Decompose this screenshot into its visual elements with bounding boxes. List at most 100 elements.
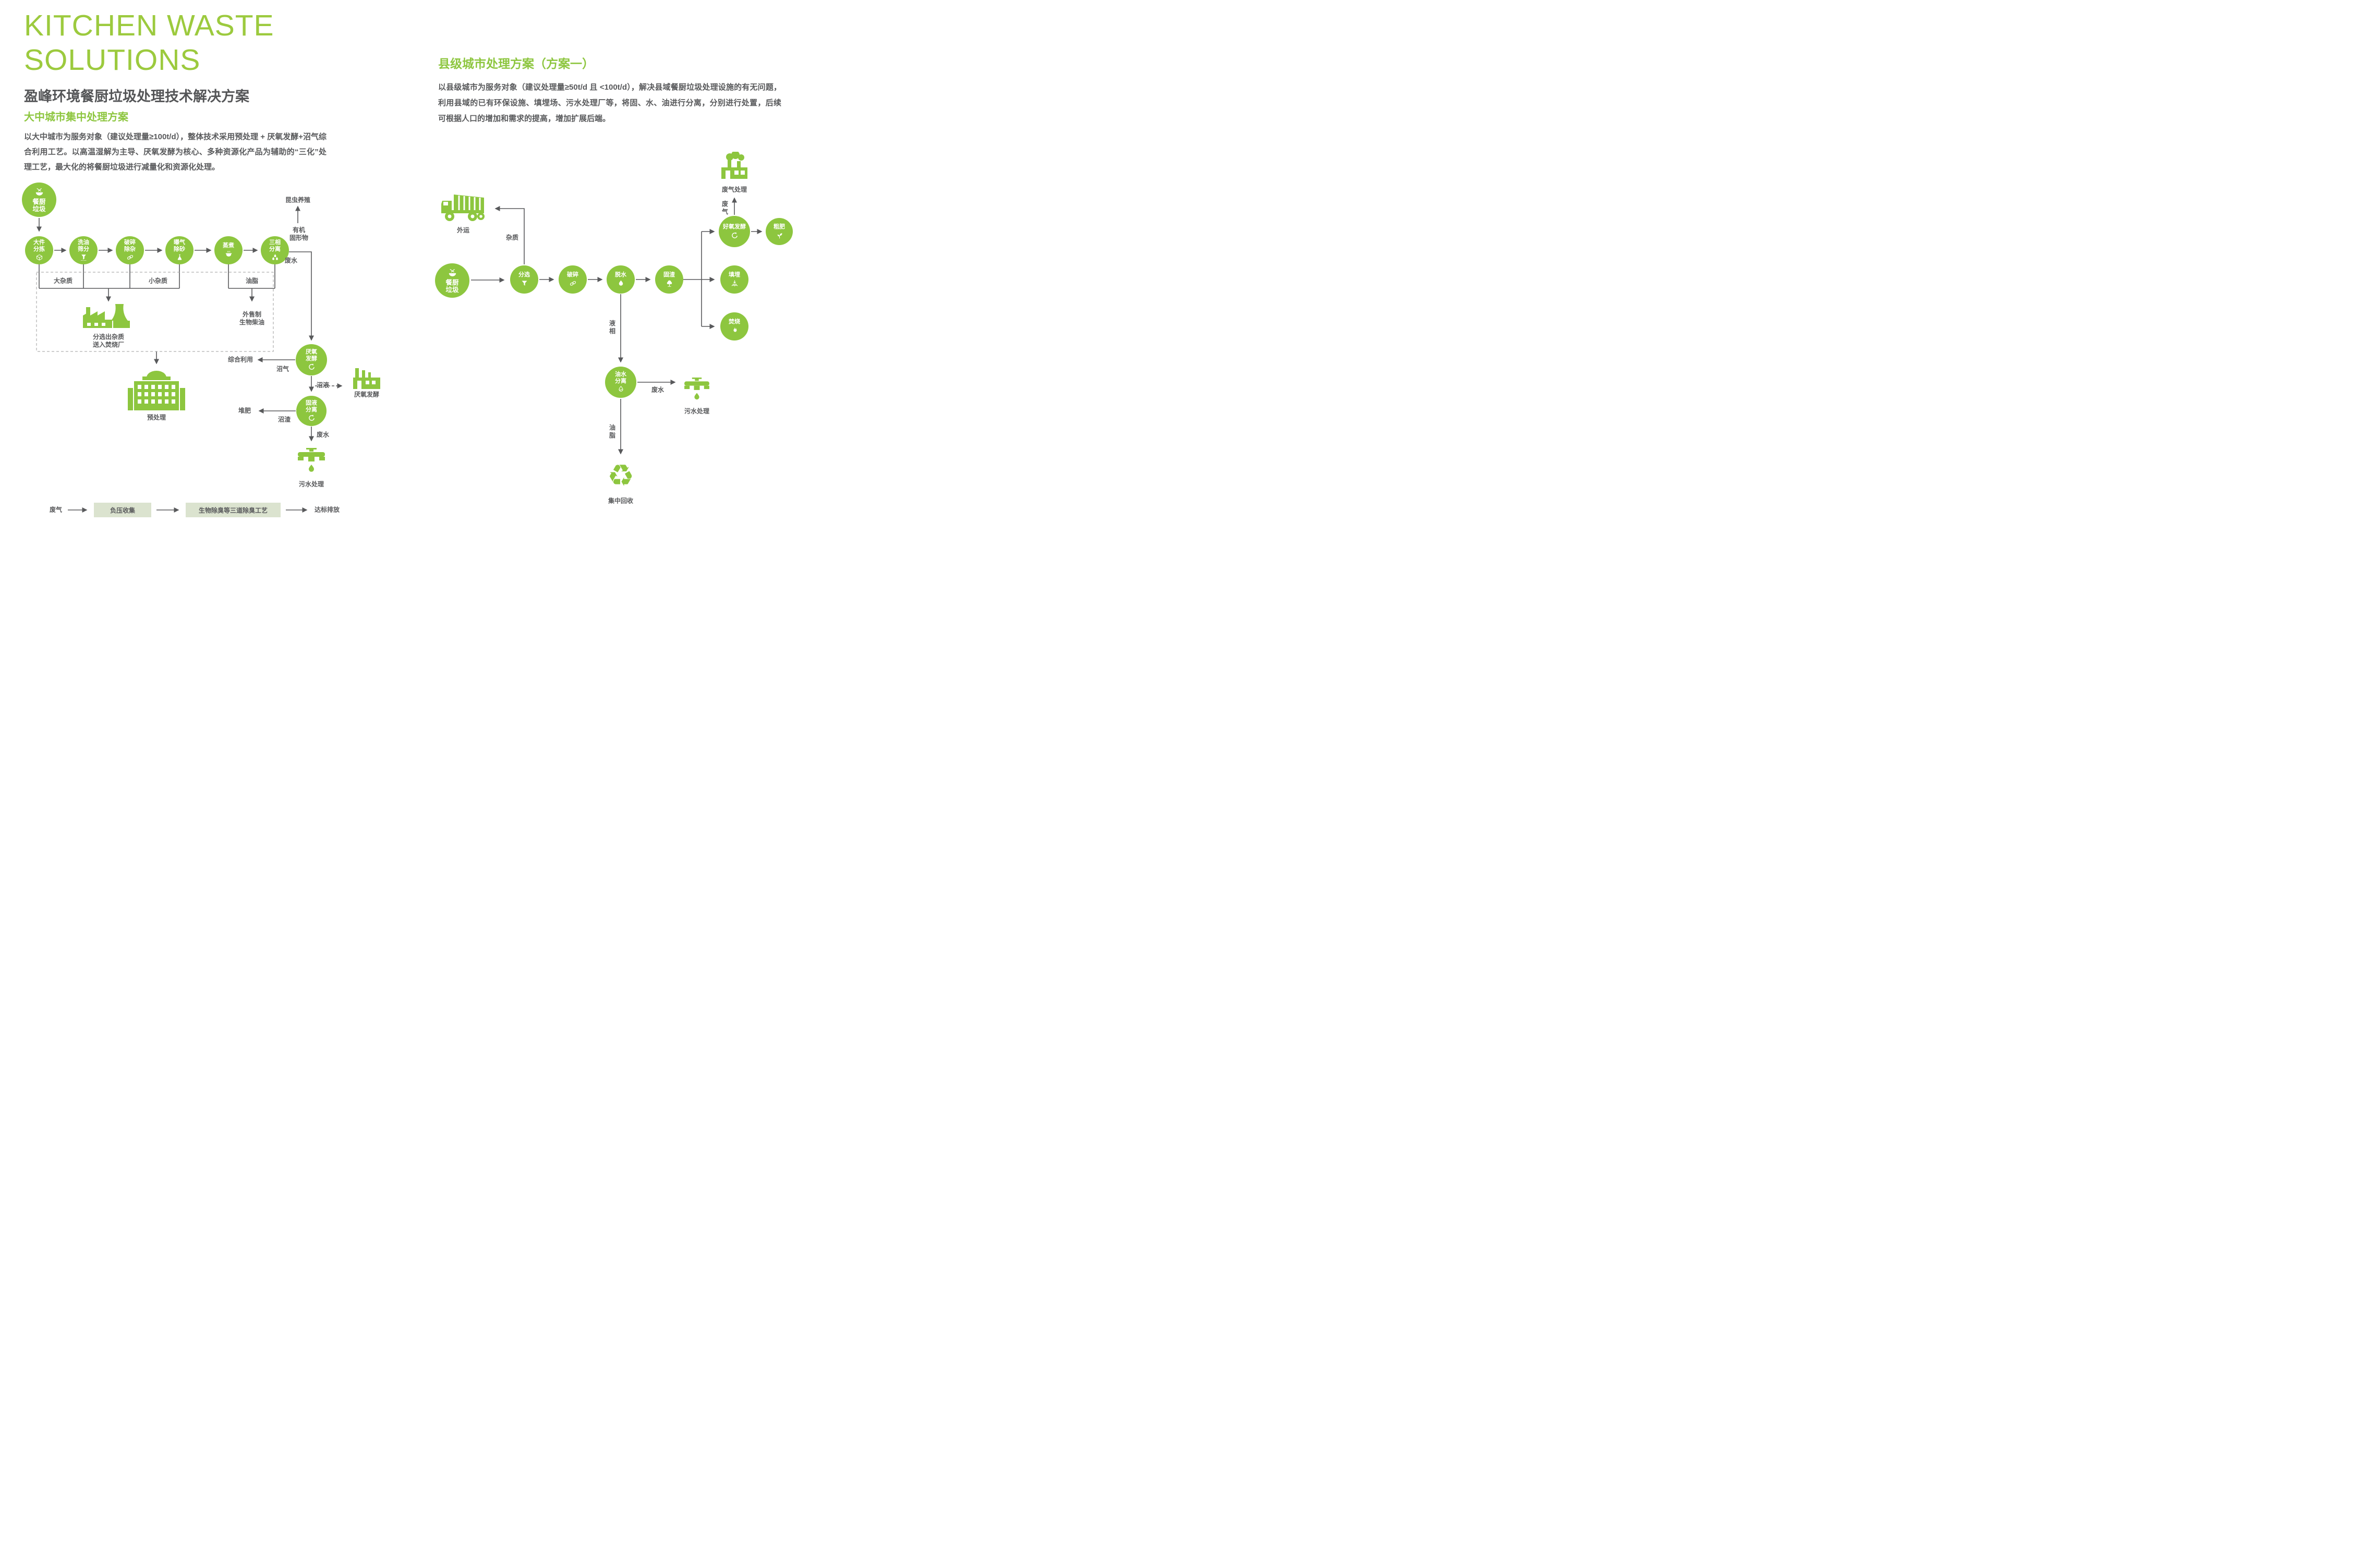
oil-wash-screening-node: 洗油筛分	[69, 236, 98, 264]
landfill-node: 填埋	[720, 265, 748, 294]
recycle-icon	[308, 363, 316, 371]
recycle-icon	[308, 414, 316, 422]
anaerobic-fermentation-node: 厌氧发酵	[296, 344, 327, 375]
bulky-sorting-node-label: 大件分拣	[33, 239, 45, 252]
slurry-label: 沼液	[316, 381, 330, 389]
oil-water-separation-node-label: 油水分离	[615, 371, 626, 384]
organic-solids-label: 有机固形物	[289, 226, 309, 241]
residue-label: 沼渣	[277, 416, 291, 423]
deodorization-process-box: 生物除臭等三道除臭工艺	[186, 503, 281, 517]
solid-residue-node: 固渣	[655, 265, 683, 294]
box-icon	[35, 253, 43, 261]
bury-icon	[731, 279, 739, 287]
biogas-label: 沼气	[276, 365, 289, 373]
crush-impurity-removal-node-label: 破碎除杂	[124, 239, 136, 252]
left-sewage-treatment-icon	[295, 448, 328, 474]
flow-connectors	[36, 197, 763, 513]
impurity-right-label: 杂质	[505, 234, 519, 241]
wastewater-right-label: 废水	[651, 386, 665, 394]
sorting-node: 分选	[510, 265, 538, 294]
anaerobic-fermentation-node-label: 厌氧发酵	[306, 349, 317, 362]
pretreatment-building-label: 预处理	[147, 414, 166, 421]
flask-icon	[176, 253, 184, 261]
outbound-truck-label: 外运	[456, 226, 470, 234]
crude-fertilizer-node-label: 粗肥	[774, 224, 785, 230]
exhaust-vertical-label: 废气	[721, 200, 729, 215]
right-sewage-treatment-icon	[681, 378, 713, 402]
chain-icon	[569, 279, 577, 287]
flow-line	[289, 251, 314, 341]
three-phase-separation-node-label: 三相分离	[269, 239, 281, 252]
crushing-node-label: 破碎	[567, 272, 578, 278]
bowl-icon	[448, 268, 457, 278]
grease-left-label: 油脂	[245, 277, 259, 285]
crude-fertilizer-node: 粗肥	[766, 218, 793, 245]
central-recycling-label: 集中回收	[608, 497, 634, 505]
landfill-node-label: 填埋	[729, 272, 740, 278]
small-impurity-label: 小杂质	[148, 277, 168, 285]
impurity-dashed-box	[36, 272, 274, 352]
impurity-incineration-plant-label: 分选出杂质送入焚烧厂	[92, 333, 125, 348]
wastewater-2-label: 废水	[316, 431, 330, 439]
bulky-sorting-node: 大件分拣	[25, 236, 53, 264]
insect-farming-label: 昆虫养殖	[285, 196, 311, 204]
crushing-node: 破碎	[559, 265, 587, 294]
left-kitchen-waste-node-label: 餐厨垃圾	[32, 198, 46, 213]
central-recycling-icon: ♻	[607, 458, 634, 493]
standard-discharge-label: 达标排放	[314, 506, 340, 514]
recycle-icon	[731, 232, 739, 239]
tree-icon	[666, 279, 673, 287]
impurity-incineration-plant-icon	[81, 302, 136, 334]
cooking-node: 蒸煮	[214, 236, 243, 264]
dewatering-node: 脱水	[607, 265, 635, 294]
main-title-line2: SOLUTIONS	[24, 43, 201, 77]
incineration-node: 焚烧	[720, 312, 748, 341]
wastewater-1-label: 废水	[284, 257, 298, 264]
main-title-line1: KITCHEN WASTE	[24, 9, 274, 42]
three-phase-separation-node: 三相分离	[261, 236, 289, 264]
right-kitchen-waste-node: 餐厨垃圾	[435, 263, 469, 298]
negative-pressure-collection-box: 负压收集	[94, 503, 151, 517]
sorting-node-label: 分选	[518, 272, 530, 278]
cn-title: 盈峰环境餐厨垃圾处理技术解决方案	[24, 89, 249, 104]
right-sewage-treatment-label: 污水处理	[684, 407, 710, 415]
left-kitchen-waste-node: 餐厨垃圾	[22, 183, 56, 217]
incineration-node-label: 焚烧	[729, 319, 740, 325]
right-kitchen-waste-node-label: 餐厨垃圾	[445, 278, 459, 294]
right-plan-description: 以县级城市为服务对象（建议处理量≥50t/d 且 <100t/d），解决县域餐厨…	[438, 83, 781, 123]
exhaust-gas-plant-icon	[717, 152, 752, 183]
drops-icon	[271, 253, 279, 261]
solid-residue-node-label: 固渣	[663, 272, 675, 278]
flame-icon	[731, 326, 739, 334]
aeration-desanding-node-label: 曝气除砂	[174, 239, 185, 252]
chain-icon	[126, 253, 134, 261]
aeration-desanding-node: 曝气除砂	[165, 236, 194, 264]
solid-liquid-separation-node-label: 固液分离	[306, 400, 317, 413]
sieve-icon	[80, 253, 88, 261]
aerobic-fermentation-node: 好氧发酵	[719, 216, 750, 247]
bowl-icon	[34, 187, 44, 197]
cooking-node-label: 蒸煮	[223, 242, 234, 249]
left-plan-description: 以大中城市为服务对象（建议处理量≥100t/d），整体技术采用预处理 + 厌氧发…	[24, 132, 327, 172]
flow-line	[494, 206, 525, 264]
outbound-truck-icon	[439, 188, 487, 225]
grease-right-label: 油脂	[609, 424, 616, 439]
sprout-icon	[776, 232, 783, 239]
funnel-icon	[521, 279, 528, 287]
biodiesel-label: 外售制生物柴油	[239, 311, 265, 326]
dewatering-node-label: 脱水	[615, 272, 626, 278]
pretreatment-building-icon	[126, 367, 187, 412]
right-plan-title: 县级城市处理方案（方案一）	[438, 57, 594, 70]
oil-wash-screening-node-label: 洗油筛分	[78, 239, 89, 252]
crush-impurity-removal-node: 破碎除杂	[116, 236, 144, 264]
left-plan-title: 大中城市集中处理方案	[24, 112, 128, 123]
oilwater-icon	[617, 385, 625, 393]
pot-icon	[225, 250, 233, 258]
aerobic-fermentation-node-label: 好氧发酵	[723, 224, 746, 230]
anaerobic-plant-icon	[351, 366, 382, 391]
large-impurity-label: 大杂质	[53, 277, 73, 285]
anaerobic-plant-label: 厌氧发酵	[354, 391, 380, 398]
solid-liquid-separation-node: 固液分离	[296, 396, 327, 426]
